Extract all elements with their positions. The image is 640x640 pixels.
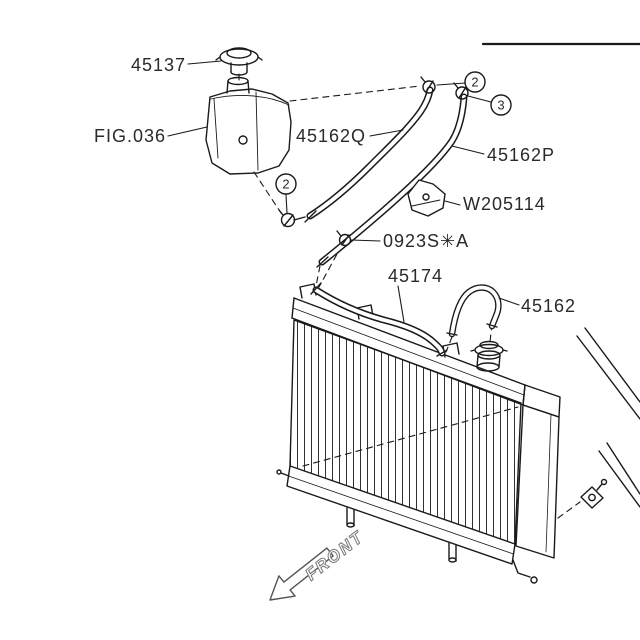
callout-2-left [275,173,297,195]
radiator-drawing [276,283,561,584]
radiator-side-tank [522,384,561,418]
part-label-45162p: 45162P [487,145,555,165]
radiator-core [289,319,522,545]
mount-grommet-drawing [580,478,608,509]
radiator-cap-drawing [215,47,263,76]
hose-clamp-icon [420,76,436,94]
callout-3 [490,94,512,116]
radiator-filler-cap [474,343,504,357]
part-label-w205114: W205114 [463,194,546,214]
front-arrow-icon [269,547,334,601]
part-label-0923s: 0923S✳A [383,231,469,251]
callout-2-top [464,71,486,93]
callout-number: 3 [497,98,504,113]
fig-reference-label: FIG.036 [94,126,166,146]
filler-neck-and-cap [470,340,508,372]
hose-45162p-drawing [316,93,468,268]
hose-45162q-drawing [304,86,434,223]
dashed-leader-lines [238,73,581,519]
hose-45162-drawing [446,284,502,338]
part-label-45162q: 45162Q [296,126,366,146]
part-label-45137: 45137 [131,55,186,75]
adjacent-panel-lines [576,327,640,508]
callout-number: 2 [282,177,289,192]
front-direction-label: FRONT [302,527,368,584]
part-label-45162: 45162 [521,296,576,316]
hose-clamp-icon [278,209,306,228]
hose-45174-drawing [310,282,448,357]
front-arrow [269,547,334,601]
part-label-45174: 45174 [388,266,443,286]
bracket-w205114-drawing [407,179,446,217]
callout-number: 2 [471,75,478,90]
lower-bracket [512,559,531,578]
drain-plug [280,472,290,477]
leader-lines [167,60,520,323]
reservoir-tank-drawing [205,76,292,175]
